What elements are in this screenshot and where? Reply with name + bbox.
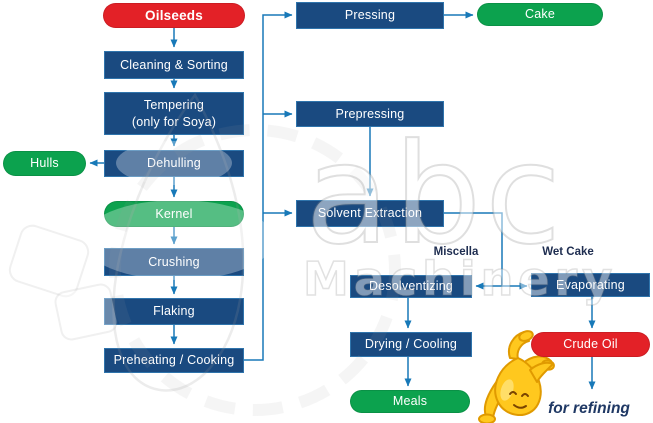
node-label: Drying / Cooling [364,337,458,352]
node-sublabel: (only for Soya) [131,114,217,129]
node-label: Tempering [143,98,205,112]
node-tempering: Tempering (only for Soya) [104,92,244,135]
label-wet-cake: Wet Cake [542,246,594,258]
node-dehulling: Dehulling [104,150,244,177]
node-evaporating: Evaporating [531,273,650,297]
node-preheating-cooking: Preheating / Cooking [104,348,244,373]
node-label: Evaporating [556,277,625,292]
node-crushing: Crushing [104,248,244,276]
node-hulls: Hulls [3,151,86,176]
node-oilseeds: Oilseeds [103,3,245,28]
node-cake: Cake [477,3,603,26]
node-label: Preheating / Cooking [113,353,235,368]
label-miscella: Miscella [433,246,479,258]
node-label: Meals [392,394,428,409]
node-label: Hulls [30,156,59,171]
node-label: Solvent Extraction [317,206,423,221]
node-meals: Meals [350,390,470,413]
node-prepressing: Prepressing [296,101,444,127]
label-for-refining: for refining [548,400,630,417]
node-cleaning-sorting: Cleaning & Sorting [104,51,244,79]
node-flaking: Flaking [104,298,244,325]
node-label: Crushing [148,254,200,269]
node-solvent-extraction: Solvent Extraction [296,200,444,227]
node-desolventizing: Desolventizing [350,275,472,298]
node-drying-cooling: Drying / Cooling [350,332,472,357]
node-label: Desolventizing [368,279,454,294]
node-label: Flaking [153,304,195,319]
node-label: Crude Oil [563,337,618,352]
node-pressing: Pressing [296,2,444,29]
node-label: Dehulling [147,156,201,171]
node-label: Cleaning & Sorting [120,57,228,72]
node-label: Kernel [155,206,193,221]
node-label: Pressing [344,8,396,23]
node-label: Oilseeds [145,7,203,23]
node-label: Prepressing [335,106,405,121]
node-kernel: Kernel [104,201,244,227]
node-crude-oil: Crude Oil [531,332,650,357]
node-label: Cake [525,7,555,22]
